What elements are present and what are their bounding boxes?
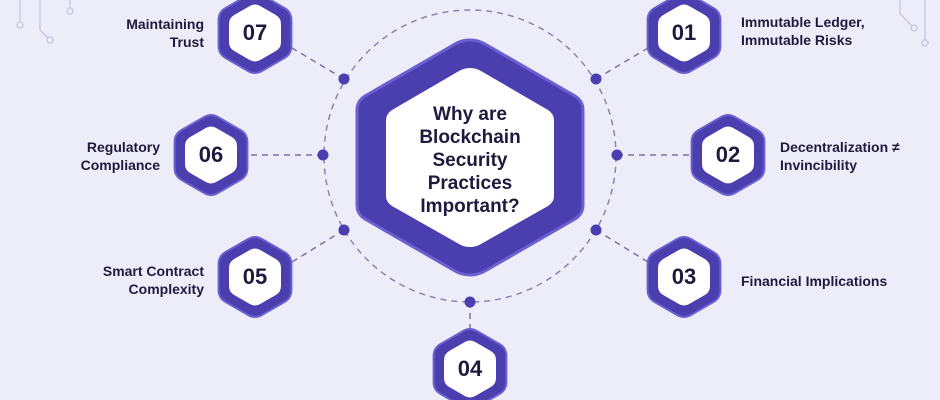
circuit-decoration-right — [899, 0, 929, 47]
item-hexagon-inner-03 — [658, 248, 710, 306]
connector-dot-07 — [338, 73, 350, 85]
item-hexagons — [173, 0, 766, 400]
item-06-label: Regulatory Compliance — [80, 139, 160, 173]
item-hexagon-inner-05 — [229, 248, 281, 306]
item-06-number: 06 — [198, 142, 224, 167]
connector-03 — [595, 229, 649, 263]
connector-dot-05 — [338, 224, 350, 236]
item-02-number: 02 — [715, 142, 741, 167]
item-04-number: 04 — [457, 356, 483, 381]
center-hexagon — [355, 38, 585, 277]
connector-01 — [595, 47, 649, 80]
item-hexagon-inner-01 — [658, 4, 710, 62]
item-01-label: Immutable Ledger, Immutable Risks — [741, 14, 865, 48]
connector-dot-04 — [464, 296, 476, 308]
connector-dot-03 — [590, 224, 602, 236]
item-07-label: Maintaining Trust — [126, 16, 204, 50]
item-hexagon-inner-07 — [229, 4, 281, 62]
circuit-decoration-left — [16, 0, 74, 44]
item-hexagon-inner-04 — [444, 340, 496, 398]
item-03-label: Financial Implications — [741, 273, 888, 289]
item-05-label: Smart Contract Complexity — [102, 263, 204, 297]
connector-07 — [291, 47, 345, 80]
item-05-number: 05 — [242, 264, 268, 289]
connector-dot-02 — [611, 149, 623, 161]
connector-05 — [291, 229, 345, 263]
connector-dot-01 — [590, 73, 602, 85]
item-hexagon-inner-02 — [702, 126, 754, 184]
item-07-number: 07 — [242, 20, 268, 45]
item-03-number: 03 — [671, 264, 697, 289]
item-01-number: 01 — [671, 20, 697, 45]
connectors — [250, 47, 690, 330]
center-title: Why are Blockchain Security Practices Im… — [419, 103, 521, 217]
connector-dot-06 — [317, 149, 329, 161]
item-02-label: Decentralization ≠ Invincibility — [780, 139, 900, 173]
item-hexagon-inner-06 — [185, 126, 237, 184]
